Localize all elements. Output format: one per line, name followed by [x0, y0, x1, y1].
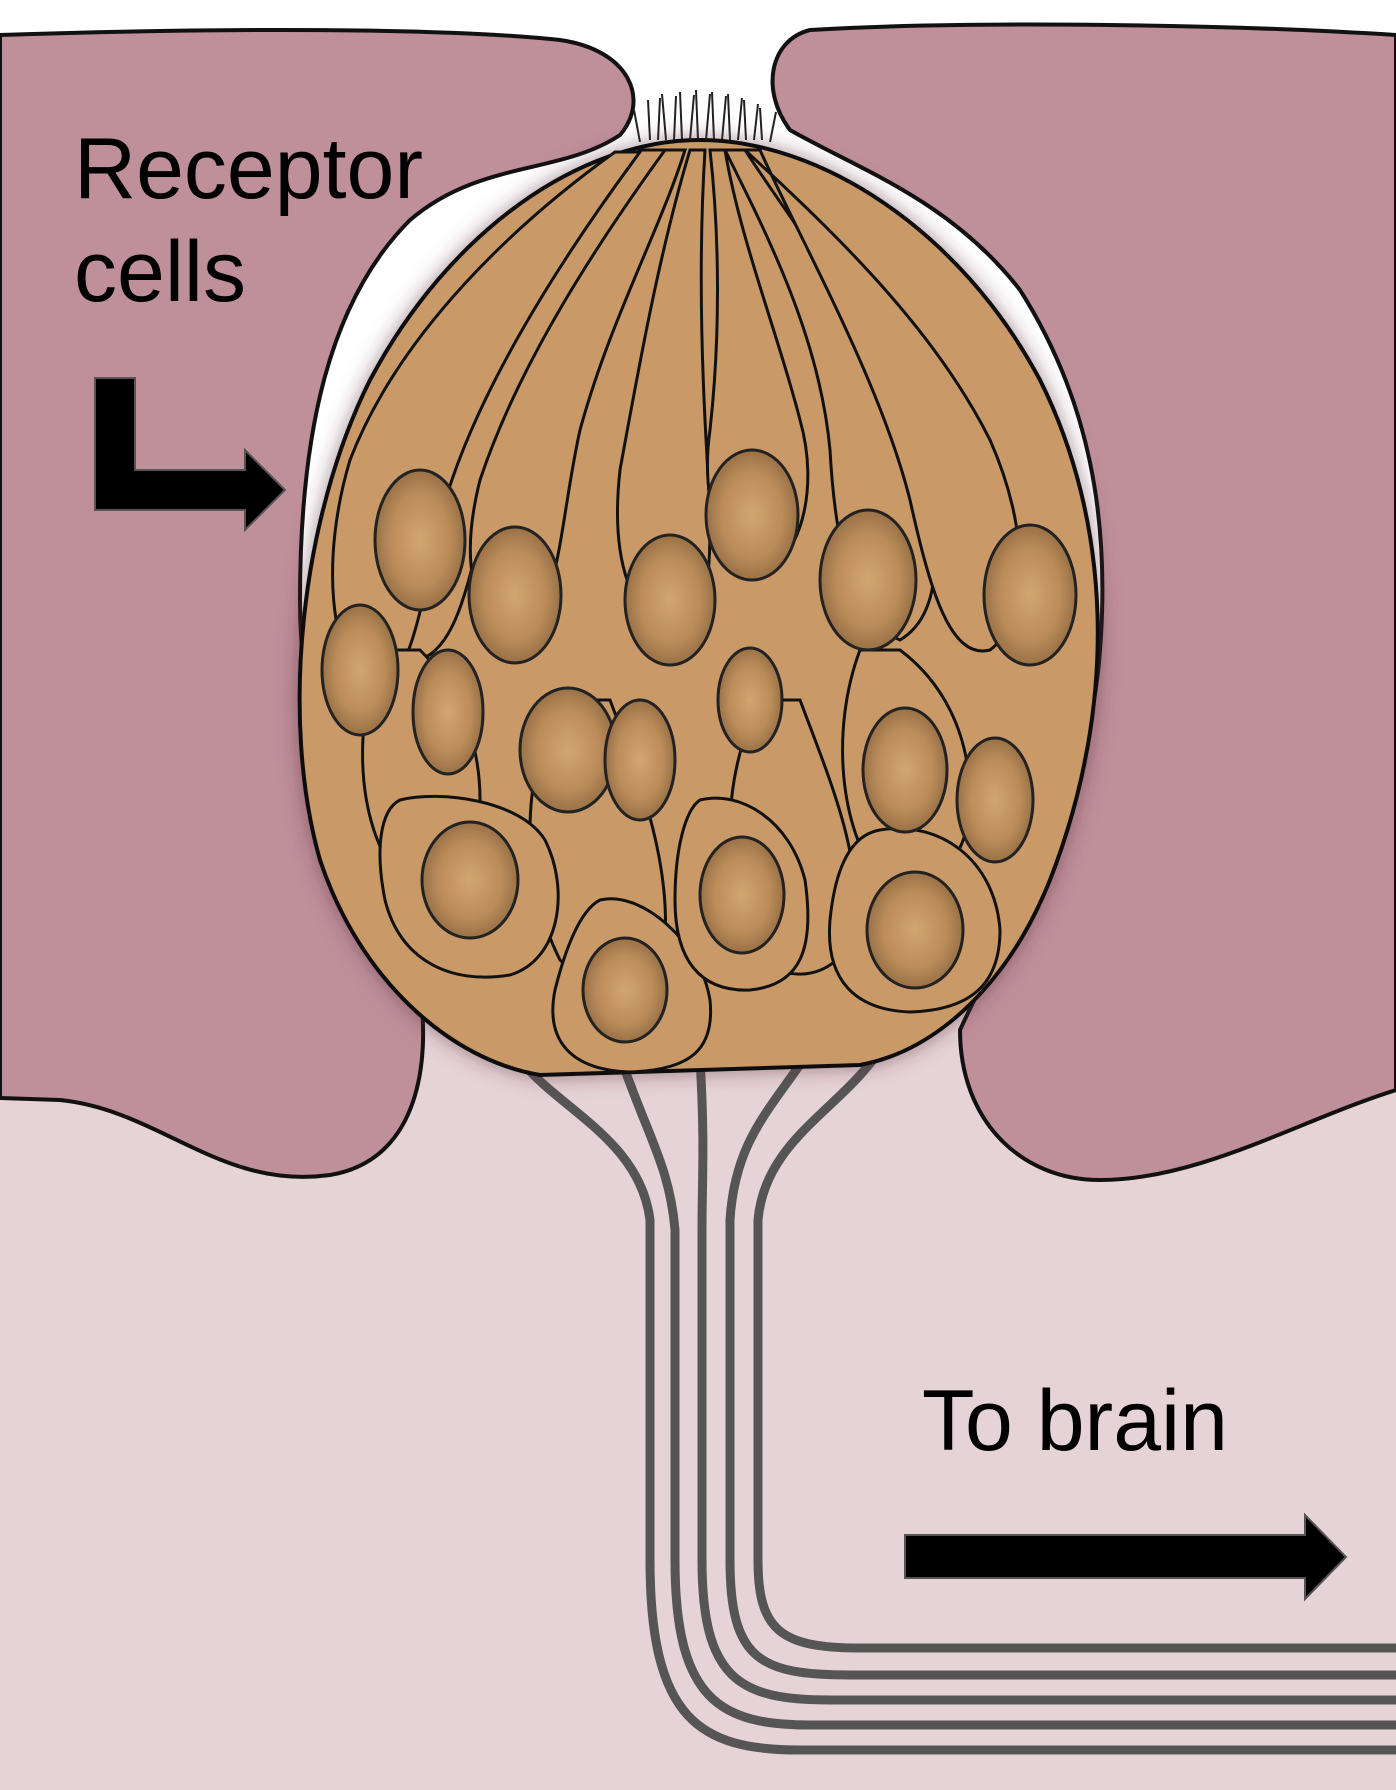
receptor-cell — [741, 148, 1022, 653]
nucleus — [420, 820, 520, 940]
nucleus — [320, 603, 400, 737]
nucleus — [581, 936, 669, 1044]
microvilli — [633, 89, 777, 143]
nerve-fiber — [620, 1068, 1396, 1730]
brain-arrow-icon — [904, 1512, 1348, 1602]
nerve-fiber — [695, 1059, 1396, 1705]
nucleus — [861, 706, 949, 834]
nerve-fiber — [753, 1047, 1396, 1653]
nucleus — [623, 533, 717, 667]
epithelium-left — [0, 28, 636, 1179]
nerve-fibers — [516, 1047, 1396, 1755]
nucleus — [955, 736, 1035, 864]
nucleus — [716, 646, 784, 754]
receptor-label-line1: Receptor — [74, 121, 423, 217]
nucleus — [518, 686, 618, 814]
nucleus — [865, 870, 965, 990]
epithelium-right — [770, 22, 1396, 1183]
receptor-cells-label: Receptor cells — [74, 118, 423, 324]
nerve-fiber — [516, 1057, 1396, 1755]
nucleus — [467, 525, 563, 665]
nucleus — [698, 835, 786, 955]
receptor-label-line2: cells — [74, 224, 247, 321]
nuclei — [320, 448, 1078, 1044]
nucleus — [411, 648, 485, 776]
nucleus — [982, 523, 1078, 667]
nucleus — [818, 508, 918, 652]
nucleus — [704, 448, 800, 582]
receptor-arrow-icon — [94, 377, 287, 533]
nerve-fiber — [725, 1047, 1396, 1680]
nucleus — [373, 468, 467, 612]
to-brain-label: To brain — [922, 1373, 1228, 1469]
nucleus — [603, 698, 677, 822]
